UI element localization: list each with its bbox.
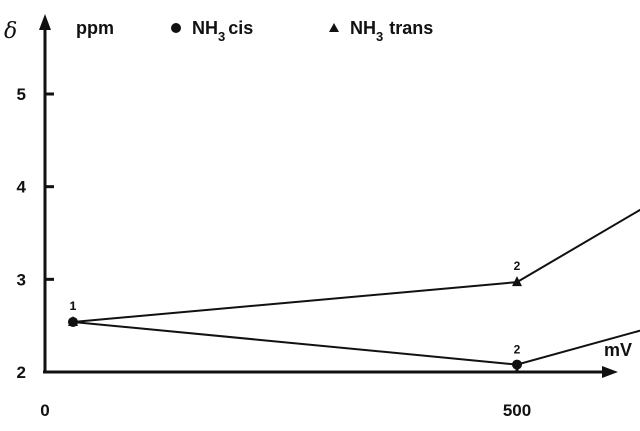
legend-cis-main: NH [192,18,218,38]
y-axis-arrow [39,14,51,30]
point-label-shared: 1 [70,299,77,313]
legend-cis-sub: 3 [218,29,225,44]
ticks: 2345050010001400 [17,85,532,420]
legend-trans-main: NH [350,18,376,38]
series-line-trans [72,208,640,323]
legend-trans-rest: trans [389,18,433,38]
legend-trans-sub: 3 [376,29,383,44]
data-point-trans [512,276,522,287]
data-point-cis [512,359,522,370]
point-label-cis: 2 [514,343,521,357]
y-tick-label: 5 [17,85,26,104]
y-axis-symbol: δ [4,19,17,44]
x-axis-unit: mV [604,340,632,360]
y-tick-label: 2 [17,363,26,382]
point-label-trans: 2 [514,259,521,273]
axes [39,14,618,378]
legend-label-trans: NH3 trans [350,18,433,44]
y-tick-label: 4 [17,178,27,197]
y-axis-unit: ppm [76,18,114,38]
series-cis: 123456 [68,299,640,370]
x-tick-label: 0 [40,401,49,420]
x-axis-arrow [602,366,618,378]
series-line-cis [72,320,640,366]
legend-marker-trans [329,23,339,32]
legend-marker-cis [171,23,181,33]
legend-cis-rest: cis [228,18,253,38]
series-trans: 123456 [68,208,640,326]
data-point-trans [68,315,78,326]
y-tick-label: 3 [17,270,26,289]
series-layer: 123456123456 [68,208,640,370]
point-label-trans: 1 [70,299,77,313]
x-tick-label: 500 [503,401,531,420]
